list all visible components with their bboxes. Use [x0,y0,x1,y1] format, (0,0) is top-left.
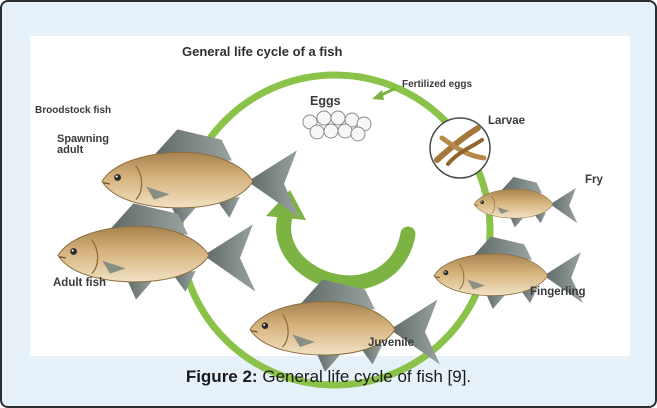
label-spawning-adult: Spawning adult [57,134,127,156]
fingerling-fish [434,236,583,309]
label-larvae: Larvae [488,115,525,127]
label-broodstock-fish: Broodstock fish [35,105,111,116]
caption-label: Figure 2: [186,367,258,386]
larvae-icon [430,118,490,178]
label-juvenile: Juvenile [368,337,414,349]
diagram-title: General life cycle of a fish [182,44,342,59]
eggs-icon [303,111,371,141]
label-eggs: Eggs [310,94,341,108]
fertilized-arrow-icon [372,88,396,100]
juvenile-fish [250,280,440,373]
label-fry: Fry [585,174,603,186]
label-fingerling: Fingerling [530,286,586,298]
caption-text: General life cycle of fish [9]. [262,367,471,386]
figure-caption: Figure 2: General life cycle of fish [9]… [0,367,657,387]
label-adult-fish: Adult fish [53,277,106,289]
label-fertilized-eggs: Fertilized eggs [402,79,472,90]
